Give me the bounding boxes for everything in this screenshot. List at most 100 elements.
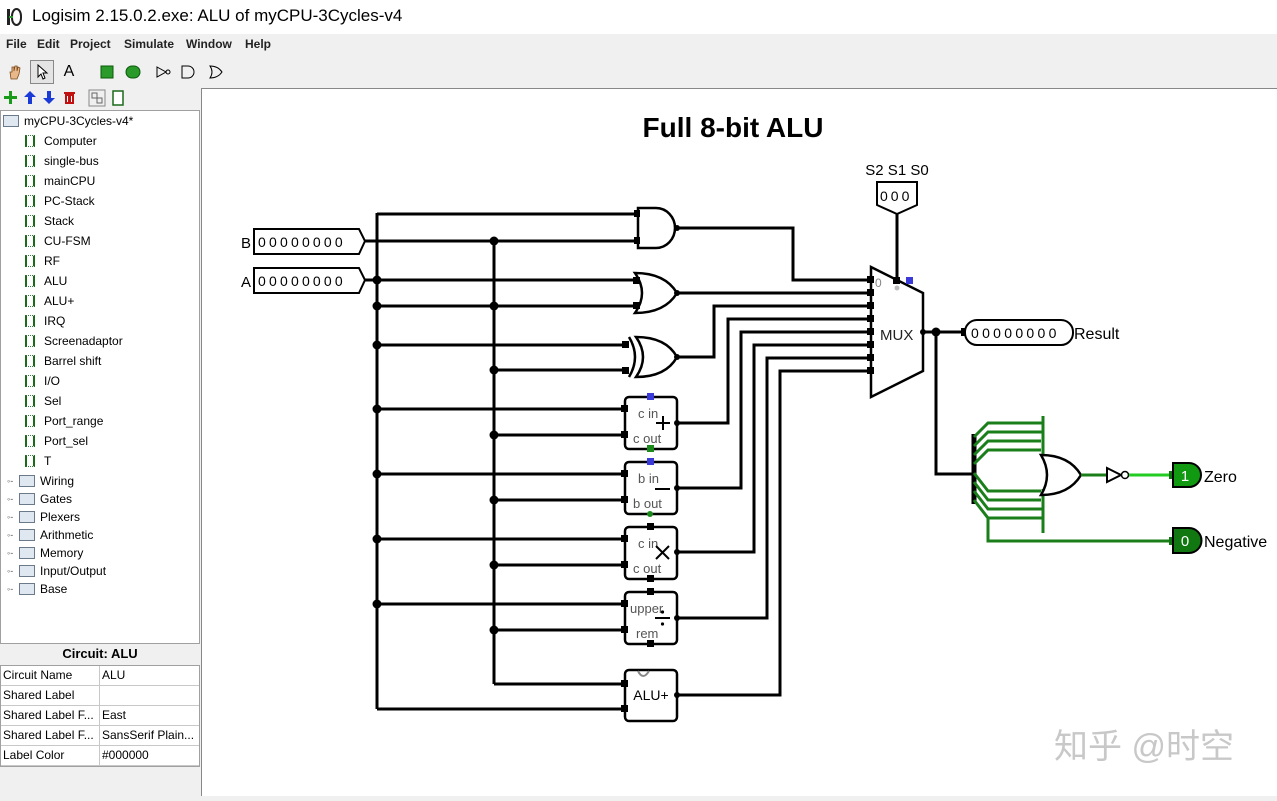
menu-simulate[interactable]: Simulate <box>124 37 175 51</box>
expand-toggle-icon[interactable]: ◦- <box>7 494 14 504</box>
folder-icon <box>19 475 35 487</box>
tree-circuit-item[interactable]: T <box>25 451 51 471</box>
tree-circuit-item[interactable]: Port_range <box>25 411 103 431</box>
negative-value: 0 <box>1181 533 1189 550</box>
property-value[interactable]: ALU <box>102 668 126 682</box>
not-gate-tool-icon[interactable] <box>152 61 174 83</box>
property-row[interactable]: Label Color#000000 <box>1 746 199 766</box>
select-input-pin[interactable]: 000 <box>876 181 918 216</box>
zero-output-pin[interactable]: 1 <box>1169 462 1202 488</box>
tree-circuit-item[interactable]: IRQ <box>25 311 65 331</box>
text-tool-icon[interactable]: A <box>63 63 75 80</box>
tree-circuit-item[interactable]: Sel <box>25 391 61 411</box>
input-pin-a[interactable]: 00000000 <box>253 267 367 294</box>
magnifier-circuit-icon <box>25 275 35 287</box>
tree-circuit-item[interactable]: ALU+ <box>25 291 74 311</box>
expand-toggle-icon[interactable]: ◦- <box>7 530 14 540</box>
menu-help[interactable]: Help <box>245 37 272 51</box>
circuit-chip-icon <box>25 335 35 347</box>
divider-block[interactable]: upper rem <box>621 588 680 647</box>
expand-toggle-icon[interactable]: ◦- <box>7 512 14 522</box>
wires <box>361 211 973 711</box>
select-tool-arrow-icon[interactable] <box>30 60 54 84</box>
menu-window[interactable]: Window <box>186 37 232 51</box>
tree-circuit-label: T <box>44 454 52 468</box>
menu-project[interactable]: Project <box>70 37 111 51</box>
circuit-chip-icon <box>25 295 35 307</box>
add-circuit-icon[interactable] <box>4 91 17 104</box>
tree-circuit-item[interactable]: Screenadaptor <box>25 331 123 351</box>
expand-toggle-icon[interactable]: ◦- <box>7 476 14 486</box>
xor-gate[interactable] <box>622 335 680 379</box>
alu-plus-subcircuit[interactable]: ALU+ <box>621 668 680 723</box>
add-output-pin-icon[interactable] <box>122 61 144 83</box>
circuit-chip-icon <box>25 355 35 367</box>
menu-edit[interactable]: Edit <box>37 37 60 51</box>
property-row[interactable]: Shared Label <box>1 686 199 706</box>
delete-trash-icon[interactable] <box>64 91 75 104</box>
multiplexer[interactable]: 0 MUX <box>867 264 926 400</box>
and-gate-tool-icon[interactable] <box>177 61 199 83</box>
property-row[interactable]: Shared Label F...East <box>1 706 199 726</box>
add-pin-icon[interactable] <box>96 61 118 83</box>
tree-library-item[interactable]: ◦- Wiring <box>7 471 74 491</box>
and-gate[interactable] <box>634 206 680 250</box>
tree-library-item[interactable]: ◦- Arithmetic <box>7 525 93 545</box>
move-up-arrow-icon[interactable] <box>24 91 36 104</box>
circuit-title: Full 8-bit ALU <box>643 112 824 143</box>
property-value[interactable]: East <box>102 708 127 722</box>
input-pin-b[interactable]: 00000000 <box>253 228 367 255</box>
negative-label: Negative <box>1204 534 1267 551</box>
subtractor-block[interactable]: b in b out <box>621 458 680 517</box>
expand-toggle-icon[interactable]: ◦- <box>7 584 14 594</box>
tree-library-label: Plexers <box>40 510 81 524</box>
tree-library-item[interactable]: ◦-Base <box>7 579 67 599</box>
layout-chip-icon[interactable] <box>112 90 124 106</box>
tree-circuit-item[interactable]: RF <box>25 251 60 271</box>
adder-block[interactable]: c in c out <box>621 393 680 452</box>
circuit-canvas[interactable]: Full 8-bit ALU <box>201 88 1277 796</box>
tree-root-project[interactable]: myCPU-3Cycles-v4* <box>3 111 133 131</box>
tree-circuit-item[interactable]: Computer <box>25 131 97 151</box>
tree-library-item[interactable]: ◦-Input/Output <box>7 561 106 581</box>
property-value[interactable] <box>100 686 199 705</box>
expand-toggle-icon[interactable]: ◦- <box>7 548 14 558</box>
splitter-wires <box>972 416 1173 543</box>
tree-circuit-item[interactable]: mainCPU <box>25 171 95 191</box>
circuit-chip-icon <box>25 255 35 267</box>
property-row[interactable]: Shared Label F...SansSerif Plain... <box>1 726 199 746</box>
negative-output-pin[interactable]: 0 <box>1169 527 1203 554</box>
or-gate-tool-icon[interactable] <box>205 61 227 83</box>
tree-library-item[interactable]: ◦-Gates <box>7 489 72 509</box>
property-value[interactable]: #000000 <box>102 748 149 762</box>
tree-circuit-item[interactable]: I/O <box>25 371 60 391</box>
tree-library-label: Wiring <box>40 474 75 488</box>
tree-circuit-label: IRQ <box>44 314 66 328</box>
expand-toggle-icon[interactable]: ◦- <box>7 566 14 576</box>
tree-circuit-label: Port_sel <box>44 434 89 448</box>
circuit-chip-icon <box>25 155 35 167</box>
result-value: 00000000 <box>971 325 1060 341</box>
multiplier-block[interactable]: c in c out <box>621 523 680 582</box>
tree-circuit-item[interactable]: ALU <box>25 271 67 291</box>
tree-circuit-item[interactable]: PC-Stack <box>25 191 95 211</box>
move-down-arrow-icon[interactable] <box>43 91 55 104</box>
tree-library-item[interactable]: ◦- Plexers <box>7 507 80 527</box>
watermark: 知乎 @时空 <box>1054 728 1234 766</box>
tree-circuit-item[interactable]: single-bus <box>25 151 99 171</box>
tree-library-item[interactable]: ◦-Memory <box>7 543 83 563</box>
tree-library-label: Arithmetic <box>40 528 94 542</box>
menu-file[interactable]: File <box>6 37 27 51</box>
appearance-icon[interactable] <box>88 89 106 107</box>
or-gate[interactable] <box>632 271 680 315</box>
tree-circuit-item[interactable]: Port_sel <box>25 431 88 451</box>
alu-plus-label: ALU+ <box>633 687 668 703</box>
tree-circuit-item[interactable]: Barrel shift <box>25 351 101 371</box>
property-value[interactable]: SansSerif Plain... <box>102 728 195 742</box>
tree-circuit-item[interactable]: CU-FSM <box>25 231 91 251</box>
poke-tool-hand-icon[interactable] <box>4 61 26 83</box>
result-output-pin[interactable]: 00000000 <box>961 319 1074 346</box>
tree-circuit-item[interactable]: Stack <box>25 211 74 231</box>
